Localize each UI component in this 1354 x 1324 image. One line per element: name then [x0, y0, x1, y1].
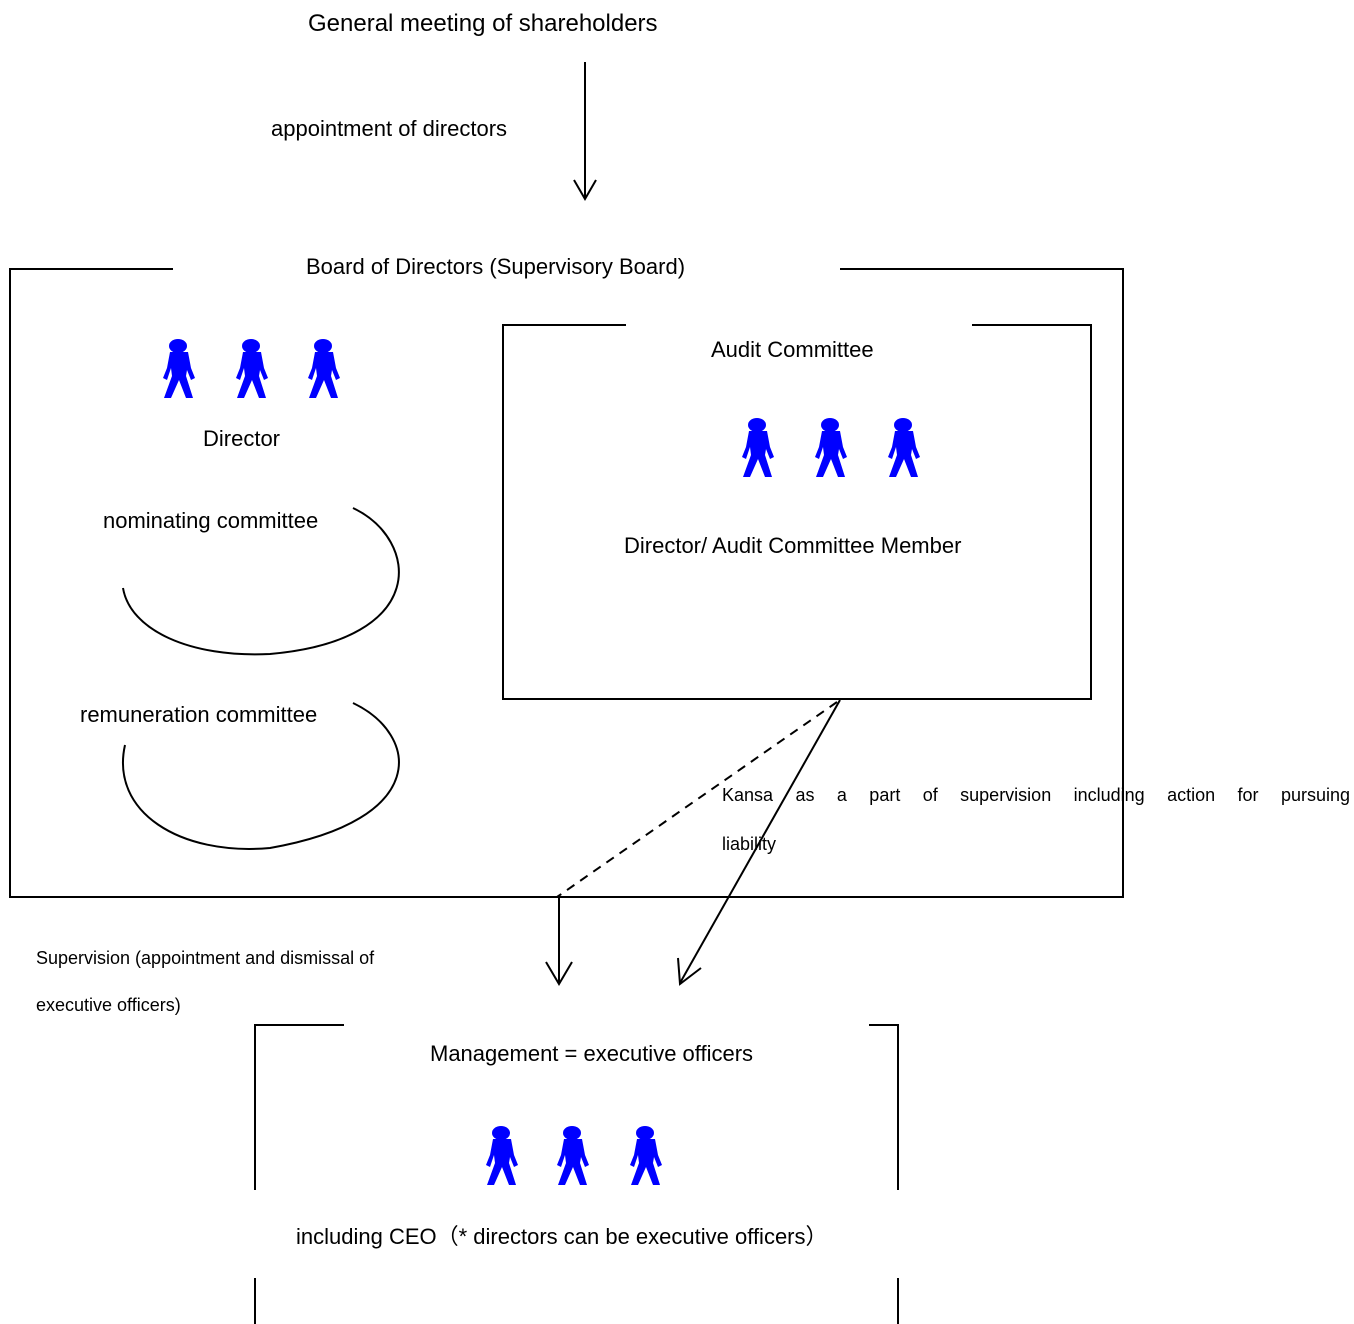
remuneration-committee-label: remuneration committee: [80, 702, 318, 727]
nominating-committee-loop: [122, 507, 400, 656]
board-title: Board of Directors (Supervisory Board): [306, 254, 686, 279]
kansa-arrow: [677, 699, 841, 986]
executive-figures: [486, 1126, 662, 1185]
person-icon: [486, 1126, 518, 1185]
person-icon: [742, 418, 774, 477]
audit-committee-title: Audit Committee: [711, 337, 874, 362]
person-icon: [815, 418, 847, 477]
appointment-arrow: [573, 62, 597, 201]
management-title: Management = executive officers: [430, 1041, 754, 1066]
board-frame: [9, 268, 1124, 898]
management-frame: [254, 1024, 899, 1324]
person-icon: [888, 418, 920, 477]
kansa-dashed-line: [556, 701, 838, 898]
supervision-arrow: [545, 897, 573, 986]
audit-member-figures: [742, 418, 920, 477]
director-figures: [163, 339, 340, 398]
shareholders-meeting-title: General meeting of shareholders: [308, 10, 658, 37]
audit-member-label: Director/ Audit Committee Member: [624, 533, 962, 558]
person-icon: [630, 1126, 662, 1185]
person-icon: [236, 339, 268, 398]
person-icon: [308, 339, 340, 398]
person-icon: [557, 1126, 589, 1185]
kansa-label: Kansa as a part of supervision including…: [722, 785, 1350, 805]
director-label: Director: [203, 426, 281, 451]
appointment-label: appointment of directors: [271, 116, 508, 141]
kansa-label-line2: liability: [722, 834, 777, 854]
person-icon: [163, 339, 195, 398]
supervision-label: Supervision (appointment and dismissal o…: [36, 948, 375, 968]
remuneration-committee-loop: [122, 702, 400, 850]
audit-frame: [502, 324, 1092, 700]
supervision-label-line2: executive officers): [36, 995, 181, 1015]
ceo-label: including CEO（* directors can be executi…: [296, 1224, 828, 1249]
nominating-committee-label: nominating committee: [103, 508, 319, 533]
